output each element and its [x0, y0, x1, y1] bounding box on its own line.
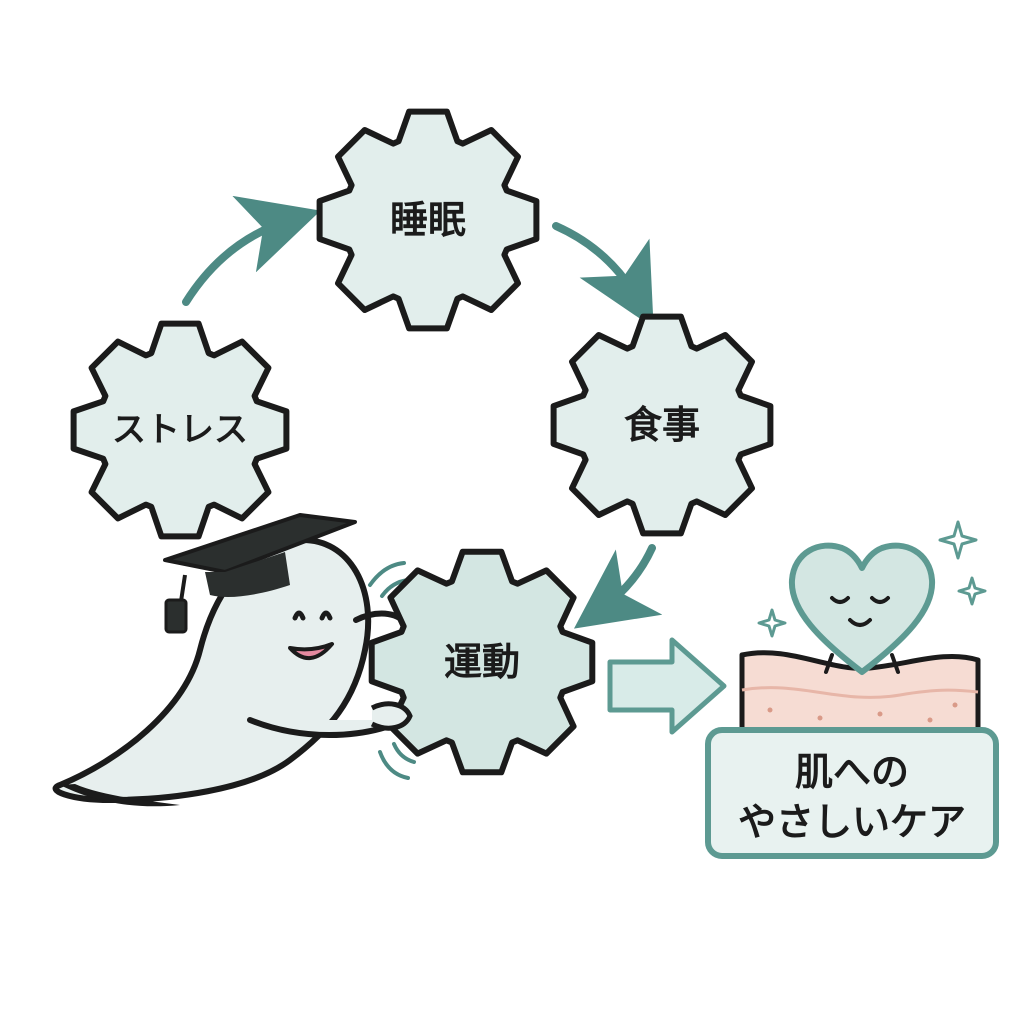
sparkle-icon — [757, 608, 787, 638]
sparkle-icon — [957, 576, 987, 606]
gear-exercise: 運動 — [368, 548, 596, 776]
gear-stress-label: ストレス — [112, 410, 248, 450]
gear-exercise-shape — [368, 548, 596, 776]
gear-meal-label: 食事 — [624, 403, 700, 447]
arrow-stress-to-sleep — [182, 195, 321, 306]
gear-sleep-label: 睡眠 — [390, 198, 466, 242]
result-card-line1: 肌への — [795, 750, 909, 794]
gear-exercise-label: 運動 — [444, 640, 520, 684]
sparkle-icon — [938, 520, 978, 560]
smiling-heart-icon — [788, 542, 936, 675]
skin-section-icon — [739, 650, 981, 738]
gear-stress-shape — [70, 320, 290, 540]
gear-meal: 食事 — [550, 313, 774, 537]
gear-stress: ストレス — [70, 320, 290, 540]
gear-sleep-shape — [316, 108, 540, 332]
arrow-meal-to-exercise — [573, 544, 663, 629]
gear-sleep: 睡眠 — [316, 108, 540, 332]
gear-meal-shape — [550, 313, 774, 537]
ghost-graduate-icon — [52, 513, 416, 807]
result-card: 肌への やさしいケア — [705, 727, 999, 859]
arrow-sleep-to-meal — [552, 222, 654, 328]
cycle-arrows — [182, 195, 663, 629]
ghost-hand — [370, 701, 413, 731]
result-card-line2: やさしいケア — [738, 800, 966, 844]
outcome-arrow-icon — [607, 637, 727, 735]
